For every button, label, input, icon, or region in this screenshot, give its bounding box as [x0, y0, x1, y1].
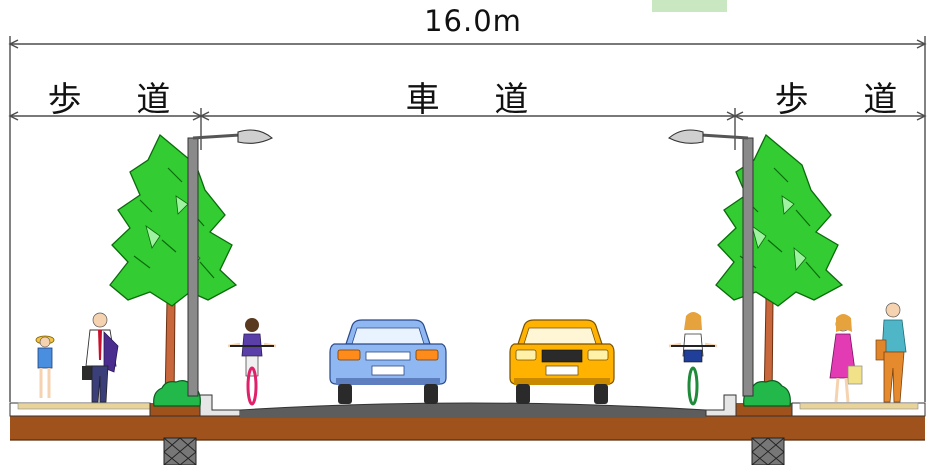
right-sidewalk-paving: [799, 402, 919, 410]
right-sidewalk-label: 歩 道: [774, 80, 920, 120]
right-street-light: [668, 129, 754, 397]
blue-car: [329, 319, 447, 404]
child-pedestrian: [35, 335, 55, 398]
left-lamp-head: [237, 129, 273, 144]
total-width-label: 16.0m: [424, 4, 522, 38]
left-street-light: [187, 129, 273, 397]
legend-swatch: [652, 0, 727, 12]
roadway-label: 車 道: [405, 80, 551, 120]
dimension-lines: [8, 36, 927, 402]
left-street-tree: [109, 133, 238, 403]
soil-layer: [10, 416, 925, 440]
left-sidewalk-paving: [17, 402, 151, 410]
right-cyclist: [668, 312, 718, 406]
left-cyclist: [227, 318, 277, 406]
man-pedestrian: [875, 302, 907, 403]
left-curb: [199, 394, 241, 417]
left-sidewalk-label: 歩 道: [47, 80, 193, 120]
roadway-pavement: [240, 403, 706, 418]
yellow-car: [509, 319, 615, 404]
woman-pedestrian: [829, 314, 863, 403]
businessman-pedestrian: [82, 312, 119, 403]
right-street-tree: [715, 133, 844, 403]
right-lamp-head: [668, 129, 704, 144]
right-curb: [705, 394, 737, 417]
